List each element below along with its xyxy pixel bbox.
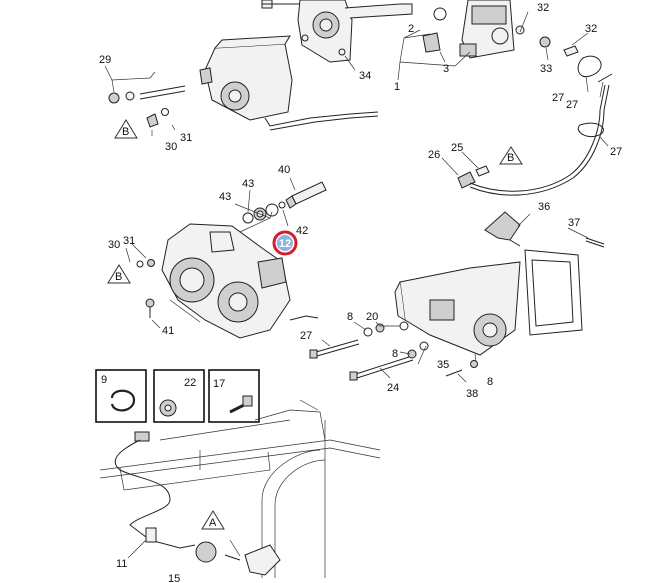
- callout-33: 33: [540, 63, 552, 75]
- callout-34: 34: [359, 70, 371, 82]
- callout-32: 32: [537, 2, 549, 14]
- shift-cable-assembly: [457, 73, 613, 196]
- selector-shaft-assembly: [261, 0, 413, 63]
- callout-labels: 2 1 3 32 32 33 34 29 30 31 27 27 27 26 2…: [99, 2, 622, 583]
- reference-triangle-b-icon: B: [114, 119, 138, 139]
- ref-b-label-3: B: [115, 271, 122, 283]
- callout-17: 17: [213, 378, 225, 390]
- callout-43: 43: [219, 191, 231, 203]
- callout-36: 36: [538, 201, 550, 213]
- callout-42: 42: [296, 225, 308, 237]
- leader-lines: [104, 11, 609, 559]
- callout-41: 41: [162, 325, 174, 337]
- detail-box-9: [95, 369, 147, 423]
- callout-8: 8: [347, 311, 353, 323]
- reference-triangle-b-icon: B: [107, 264, 131, 284]
- reference-triangle-a-icon: A: [201, 510, 225, 530]
- callout-27: 27: [566, 99, 578, 111]
- callout-8: 8: [392, 348, 398, 360]
- reference-triangle-b-icon: B: [499, 146, 523, 165]
- highlight-label[interactable]: 12: [279, 238, 291, 250]
- callout-38: 38: [466, 388, 478, 400]
- callout-22: 22: [184, 377, 196, 389]
- callout-29: 29: [99, 54, 111, 66]
- extension-housing: [394, 211, 605, 356]
- ref-b-label-2: B: [507, 152, 514, 164]
- callout-20: 20: [366, 311, 378, 323]
- callout-30: 30: [108, 239, 120, 251]
- callout-8: 8: [487, 376, 493, 388]
- callout-3: 3: [443, 63, 449, 75]
- callout-25: 25: [451, 142, 463, 154]
- callout-32: 32: [585, 23, 597, 35]
- callout-43: 43: [242, 178, 254, 190]
- solenoid-valve-assembly: [422, 0, 602, 78]
- callout-30: 30: [165, 141, 177, 153]
- callout-27: 27: [300, 330, 312, 342]
- detail-box-22: [153, 369, 205, 423]
- callout-31: 31: [123, 235, 135, 247]
- callout-9: 9: [101, 374, 107, 386]
- callout-37: 37: [568, 217, 580, 229]
- callout-27: 27: [610, 146, 622, 158]
- callout-1: 1: [394, 81, 400, 93]
- ref-a-label: A: [209, 517, 217, 529]
- callout-40: 40: [278, 164, 290, 176]
- detail-boxes: [95, 369, 260, 423]
- part-12-highlight-marker[interactable]: 12: [272, 230, 298, 256]
- callout-2: 2: [408, 23, 414, 35]
- transfer-case-housing: [136, 223, 319, 339]
- callout-26: 26: [428, 149, 440, 161]
- callout-35: 35: [437, 359, 449, 371]
- callout-31: 31: [180, 132, 192, 144]
- frame-and-harness: [99, 399, 381, 578]
- callout-11: 11: [116, 558, 127, 570]
- shaft-and-seals: [242, 181, 327, 224]
- callout-27: 27: [552, 92, 564, 104]
- callout-24: 24: [387, 382, 399, 394]
- ref-b-label-1: B: [122, 126, 129, 138]
- callout-15: 15: [168, 573, 180, 583]
- control-unit-assembly: [108, 35, 379, 131]
